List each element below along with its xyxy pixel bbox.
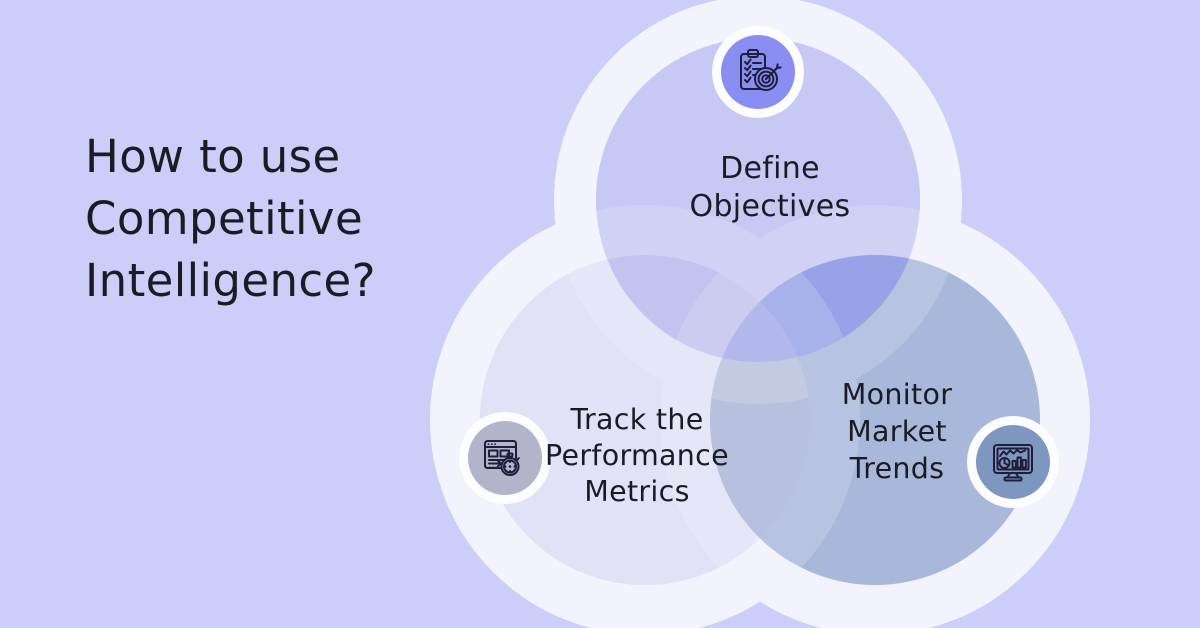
overlap-top-right [710,255,920,362]
define-objectives-label: Define Objectives [620,150,920,226]
label-line: Define [720,151,820,186]
label-line: Trends [849,452,945,485]
track-performance-label: Track the Performance Metrics [477,402,797,510]
monitor-trends-disc [976,425,1050,499]
label-line: Market [847,415,947,448]
monitor-trends-badge [967,416,1059,508]
label-line: Metrics [584,475,690,508]
track-performance-disc [468,421,542,495]
track-performance-badge [459,412,551,504]
browser-stopwatch-icon [484,440,520,476]
label-line: Performance [545,439,729,472]
page-title-line: Intelligence? [85,254,376,307]
label-line: Monitor [841,378,953,411]
monitor-analytics-icon [993,444,1033,482]
overlap-top-left [596,255,810,362]
define-objectives-disc [721,35,795,109]
venn-rings-over [430,0,1090,628]
page-title-line: Competitive [85,192,364,245]
page-title-line: How to use [85,130,341,183]
monitor-trends-label: Monitor Market Trends [767,376,1027,487]
page-title: How to use Competitive Intelligence? [85,126,505,312]
define-objectives-badge [712,26,804,118]
clipboard-target-icon [740,49,782,91]
label-line: Track the [570,403,704,436]
label-line: Objectives [689,189,851,224]
